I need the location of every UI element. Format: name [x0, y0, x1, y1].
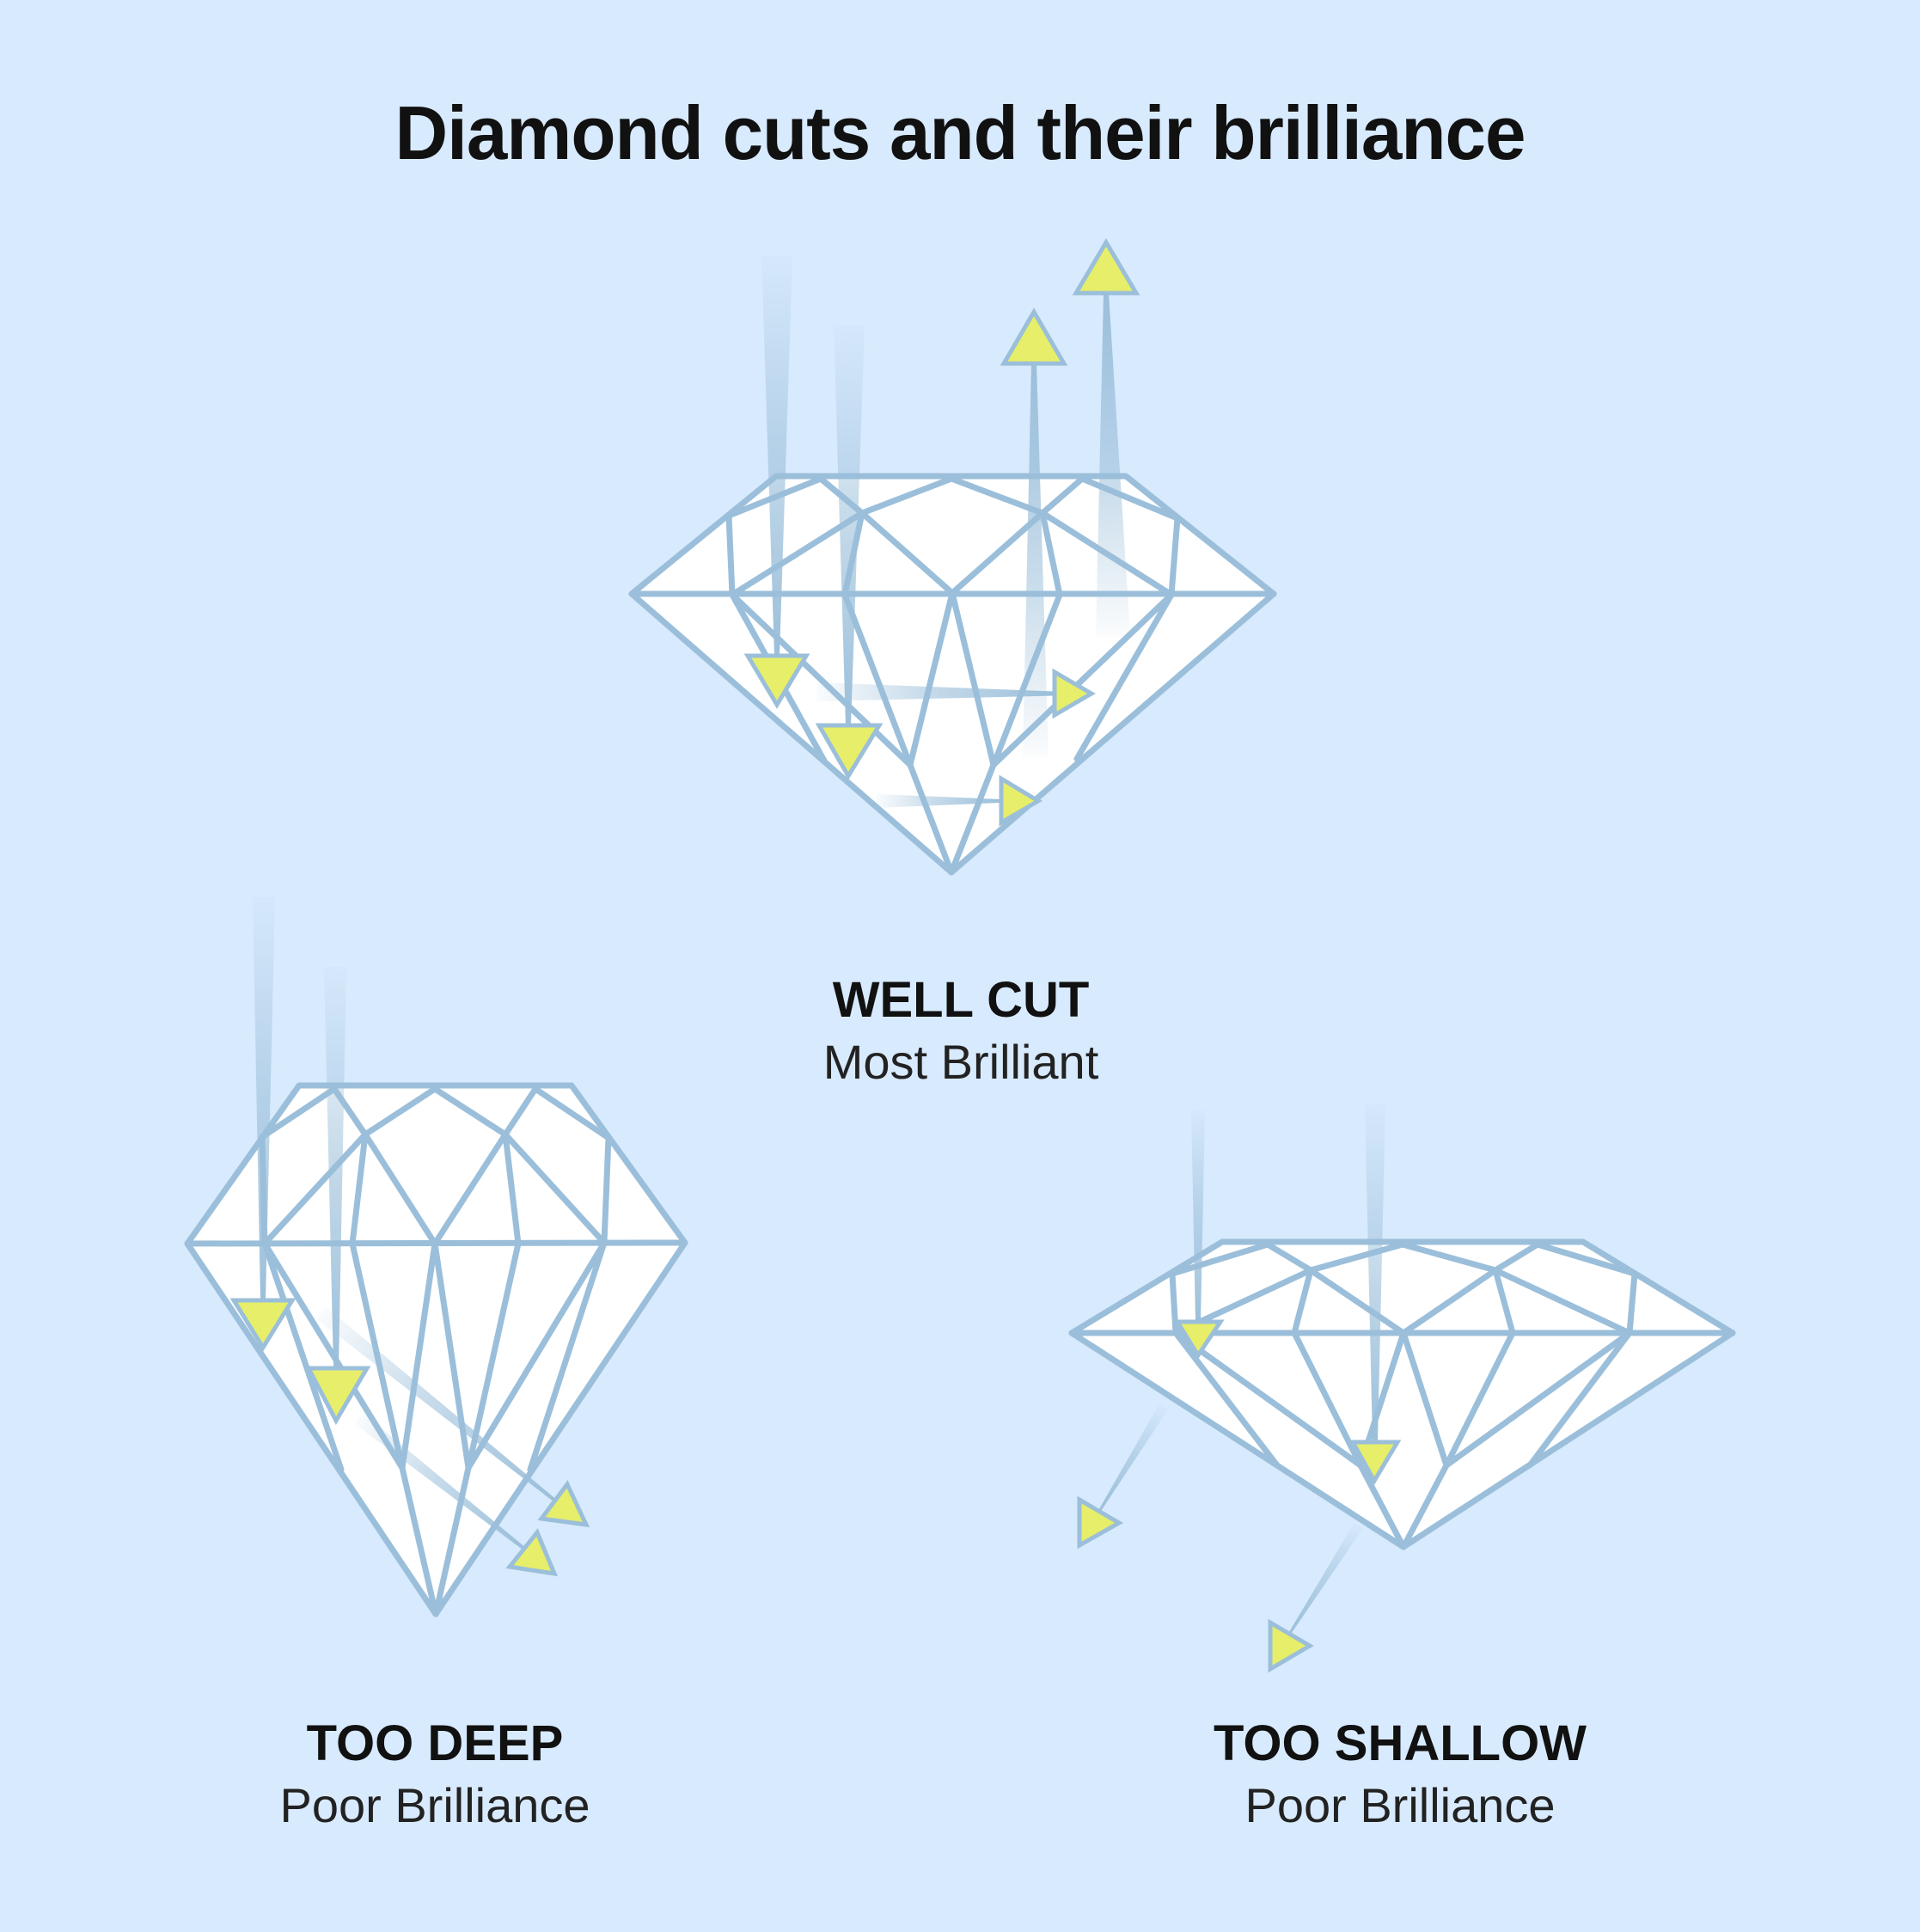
- light-beam: [1096, 292, 1130, 637]
- ray-arrow-icon: [999, 774, 1043, 827]
- ray-arrow-icon: [1348, 1440, 1402, 1485]
- ray-arrow-icon: [1072, 238, 1140, 296]
- light-beam: [834, 324, 865, 726]
- light-beam: [253, 896, 275, 1301]
- light-beam: [761, 256, 792, 656]
- ray-arrow-icon: [229, 1298, 297, 1352]
- ray-arrow-icon: [743, 653, 810, 709]
- ray-arrow-icon: [1077, 1495, 1124, 1550]
- light-beam: [1098, 1403, 1169, 1511]
- label-too-shallow: TOO SHALLOW Poor Brilliance: [1099, 1713, 1701, 1837]
- facet-lines: [184, 473, 1736, 1617]
- cut-title: TOO DEEP: [306, 1715, 564, 1771]
- cut-title: TOO SHALLOW: [1214, 1715, 1587, 1771]
- ray-direction-markers: [229, 238, 1402, 1673]
- ray-arrow-icon: [815, 723, 884, 780]
- ray-arrow-icon: [1173, 1319, 1225, 1360]
- ray-arrow-icon: [1268, 1618, 1314, 1673]
- light-beam: [877, 794, 1001, 808]
- diamond-too-deep: [187, 1085, 685, 1614]
- facets-too-shallow: [1068, 1238, 1736, 1550]
- cut-title: WELL CUT: [832, 972, 1090, 1028]
- diamond-too-shallow: [1072, 1242, 1733, 1547]
- ray-arrow-icon: [537, 1480, 590, 1528]
- ray-arrow-icon: [304, 1366, 371, 1426]
- light-beam: [1023, 363, 1049, 757]
- cut-rating: Most Brilliant: [822, 1035, 1099, 1089]
- label-well-cut: WELL CUT Most Brilliant: [660, 969, 1262, 1093]
- ray-arrow-icon: [1000, 308, 1068, 366]
- light-beam: [816, 682, 1055, 701]
- ray-arrow-icon: [1052, 668, 1096, 719]
- light-beam: [1288, 1522, 1364, 1634]
- facets-too-deep: [184, 1082, 688, 1617]
- cut-rating: Poor Brilliance: [1244, 1778, 1556, 1832]
- page-title: Diamond cuts and their brilliance: [394, 90, 1526, 175]
- cut-rating: Poor Brilliance: [279, 1778, 590, 1832]
- ray-arrow-icon: [505, 1528, 559, 1577]
- light-beam: [1365, 1104, 1385, 1442]
- label-too-deep: TOO DEEP Poor Brilliance: [134, 1713, 736, 1837]
- facets-well-cut: [628, 473, 1277, 876]
